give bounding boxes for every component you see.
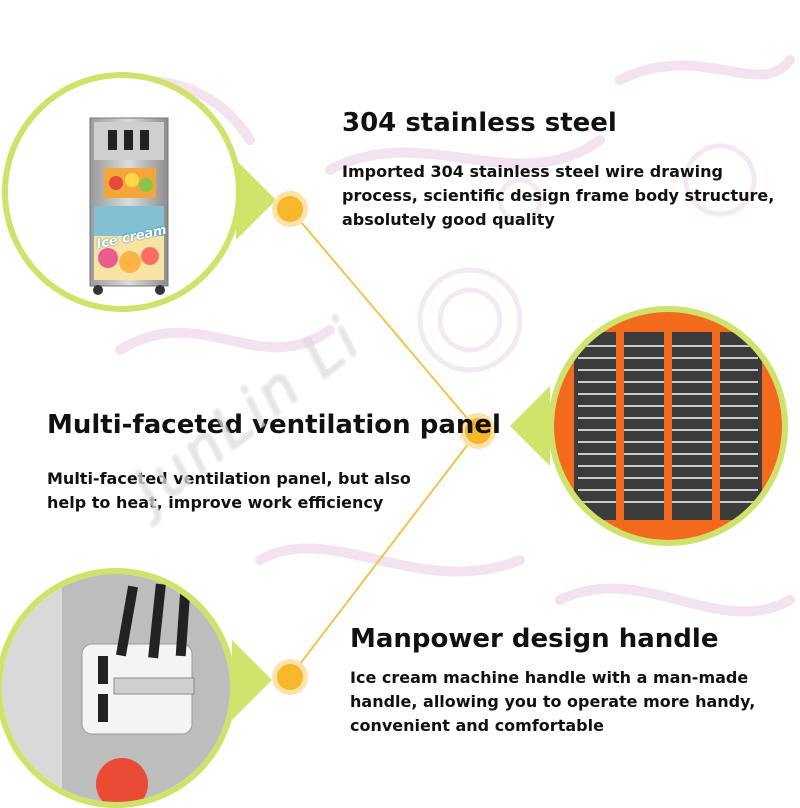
machine-image-frame: Ice cream xyxy=(2,72,242,312)
dispenser-handle-image xyxy=(2,574,230,802)
feature-description-handle: Ice cream machine handle with a man-made… xyxy=(350,668,756,735)
feature-description-steel: Imported 304 stainless steel wire drawin… xyxy=(342,162,775,229)
ventilation-panel-image xyxy=(554,312,782,540)
ice-cream-machine-image xyxy=(89,117,169,295)
frame-pointer-2 xyxy=(510,386,550,466)
frame-pointer-1 xyxy=(236,160,276,240)
frame-pointer-3 xyxy=(232,640,272,720)
feature-title-steel: 304 stainless steel xyxy=(342,108,617,138)
feature-title-ventilation: Multi-faceted ventilation panel xyxy=(47,410,501,440)
connector-dot-2 xyxy=(465,418,491,444)
feature-title-handle: Manpower design handle xyxy=(350,624,719,654)
connector-dot-3 xyxy=(277,664,303,690)
handle-image-frame xyxy=(0,568,236,808)
connector-dot-1 xyxy=(277,196,303,222)
feature-description-ventilation: Multi-faceted ventilation panel, but als… xyxy=(47,469,411,512)
vent-image-frame xyxy=(548,306,788,546)
